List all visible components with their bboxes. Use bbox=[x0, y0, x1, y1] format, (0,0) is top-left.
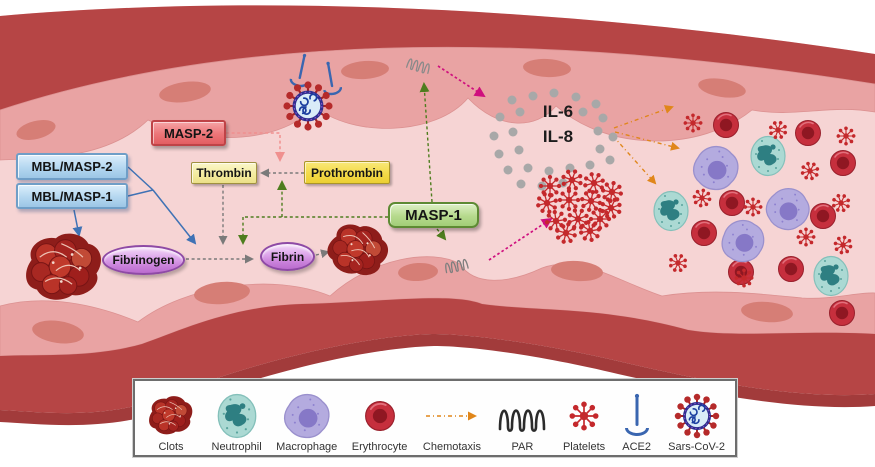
masp2-arrow bbox=[226, 132, 285, 162]
legend-item-chemotaxis: Chemotaxis bbox=[422, 385, 482, 453]
thrombin-box: Thrombin bbox=[191, 162, 257, 184]
prothrombin-box: Prothrombin bbox=[304, 161, 390, 184]
legend-item-par: PAR bbox=[496, 385, 548, 453]
macrophage-icon bbox=[283, 393, 330, 439]
erythrocyte-icon bbox=[364, 400, 395, 432]
fibrin-ellipse: Fibrin bbox=[260, 242, 315, 271]
cytokine-labels: IL-6 IL-8 bbox=[503, 100, 613, 149]
pathway-arrows bbox=[72, 65, 680, 264]
fibrinogen-ellipse: Fibrinogen bbox=[102, 245, 185, 275]
legend-label: PAR bbox=[511, 441, 534, 453]
legend-item-sars-cov-2: Sars-CoV-2 bbox=[668, 385, 725, 453]
sars-cov-2-icon bbox=[672, 392, 721, 440]
clot-icon bbox=[148, 395, 193, 435]
ace2-receptor-icon bbox=[624, 393, 649, 436]
legend-label: Erythrocyte bbox=[351, 441, 408, 453]
legend-label: Sars-CoV-2 bbox=[668, 441, 725, 453]
legend-item-platelets: Platelets bbox=[563, 385, 605, 453]
mbl-masp1-box: MBL/MASP-1 bbox=[16, 183, 128, 209]
legend-item-ace2: ACE2 bbox=[620, 385, 654, 453]
chemotaxis-arrows bbox=[612, 105, 680, 185]
legend-label: Platelets bbox=[562, 441, 606, 453]
gray-arrows bbox=[186, 168, 330, 264]
bottom-wall-band bbox=[0, 298, 875, 414]
masp1-box: MASP-1 bbox=[388, 202, 479, 228]
legend-label: Chemotaxis bbox=[422, 441, 481, 453]
endothelial-nuclei-bottom bbox=[32, 260, 793, 344]
il8-label: IL-8 bbox=[542, 126, 574, 146]
chemotaxis-arrow-icon bbox=[425, 411, 477, 421]
platelet-icon bbox=[569, 401, 599, 431]
endothelial-nuclei-top bbox=[16, 58, 746, 140]
legend-label: ACE2 bbox=[622, 441, 652, 453]
legend-item-neutrophil: Neutrophil bbox=[212, 385, 262, 453]
mbl-arrows bbox=[72, 166, 197, 245]
top-wall-band bbox=[0, 5, 875, 110]
legend: Clots Neutrophil Macrophage Erythrocyte … bbox=[133, 379, 737, 457]
mbl-masp2-box: MBL/MASP-2 bbox=[16, 153, 128, 180]
legend-item-macrophage: Macrophage bbox=[276, 385, 337, 453]
par-receptor-icon bbox=[499, 409, 546, 433]
masp1-arrows bbox=[238, 82, 447, 245]
il6-label: IL-6 bbox=[542, 102, 574, 121]
legend-label: Macrophage bbox=[276, 441, 338, 453]
legend-item-clots: Clots bbox=[145, 385, 197, 453]
legend-item-erythrocyte: Erythrocyte bbox=[351, 385, 408, 453]
legend-label: Clots bbox=[158, 441, 184, 453]
legend-label: Neutrophil bbox=[211, 441, 262, 453]
neutrophil-icon bbox=[217, 393, 256, 439]
par-signal-arrows bbox=[437, 65, 553, 261]
masp2-box: MASP-2 bbox=[151, 120, 226, 146]
